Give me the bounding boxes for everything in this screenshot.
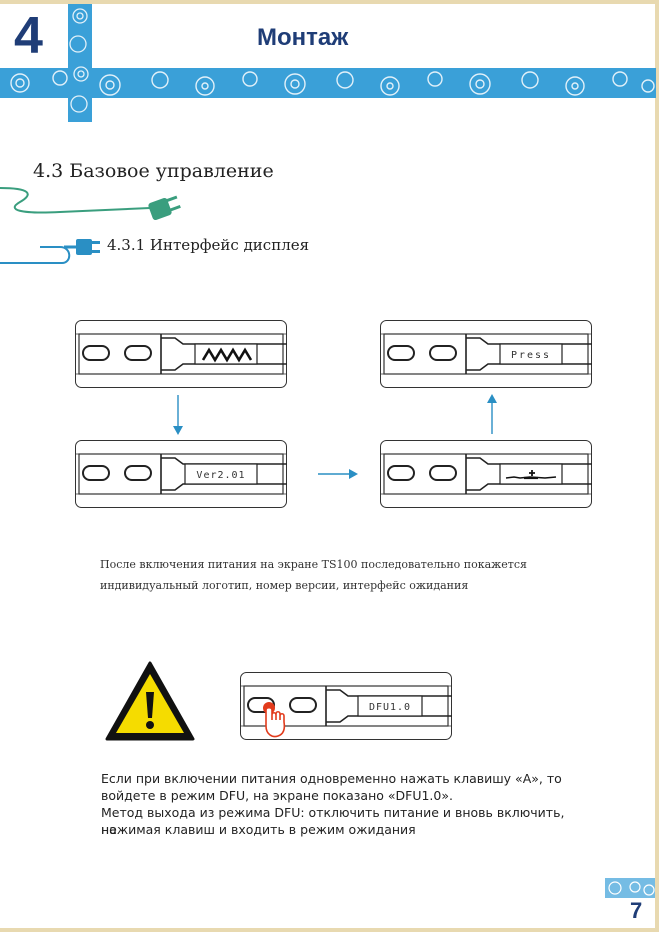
gear-pattern-corner	[605, 878, 655, 898]
dfu-text-line: Если при включении питания одновременно …	[101, 771, 562, 786]
device-dfu-screen: DFU1.0	[240, 672, 452, 740]
page-number: 7	[630, 898, 643, 923]
subsection-title: 4.3.1 Интерфейс дисплея	[107, 236, 310, 254]
page-border-top	[0, 0, 659, 4]
section-title: 4.3 Базовое управление	[33, 160, 274, 182]
device-version-screen: Ver2.01	[75, 440, 287, 508]
arrow-right-icon	[318, 469, 358, 479]
dfu-text-line: войдете в режим DFU, на экране показано …	[101, 788, 453, 803]
device-body-icon: DFU1.0	[240, 672, 452, 740]
page-title: Монтаж	[257, 24, 349, 51]
chapter-number: 4	[14, 7, 43, 65]
arrow-down-icon	[173, 395, 183, 435]
device-body-icon: Ver2.01	[75, 440, 287, 508]
gear-pattern-band	[0, 68, 656, 98]
green-plug-cable-icon	[0, 187, 181, 221]
device-body-icon: Press	[380, 320, 592, 388]
dfu-text-line: нажимая клавиш и входить в режим ожидани…	[101, 822, 416, 837]
gear-pattern-column	[68, 4, 92, 122]
idle-graphic-icon	[505, 470, 557, 480]
caption-line: После включения питания на экране TS100 …	[100, 558, 527, 571]
device-logo-screen	[75, 320, 287, 388]
device-body-icon	[380, 440, 592, 508]
arrow-up-icon	[487, 394, 497, 434]
version-text: Ver2.01	[196, 470, 245, 481]
dfu-text-line: Метод выхода из режима DFU: отключить пи…	[101, 805, 565, 837]
caption-line: индивидуальный логотип, номер версии, ин…	[100, 579, 469, 592]
dfu-text: DFU1.0	[369, 702, 411, 713]
page-border-right	[655, 0, 659, 932]
device-press-screen: Press	[380, 320, 592, 388]
finger-press-icon	[263, 702, 286, 738]
blue-plug-cable-icon	[0, 239, 100, 264]
page-border-bottom	[0, 928, 659, 932]
warning-icon	[105, 661, 195, 741]
logo-wave-icon	[201, 347, 253, 363]
device-body-icon	[75, 320, 287, 388]
device-idle-screen	[380, 440, 592, 508]
press-text: Press	[511, 350, 551, 361]
